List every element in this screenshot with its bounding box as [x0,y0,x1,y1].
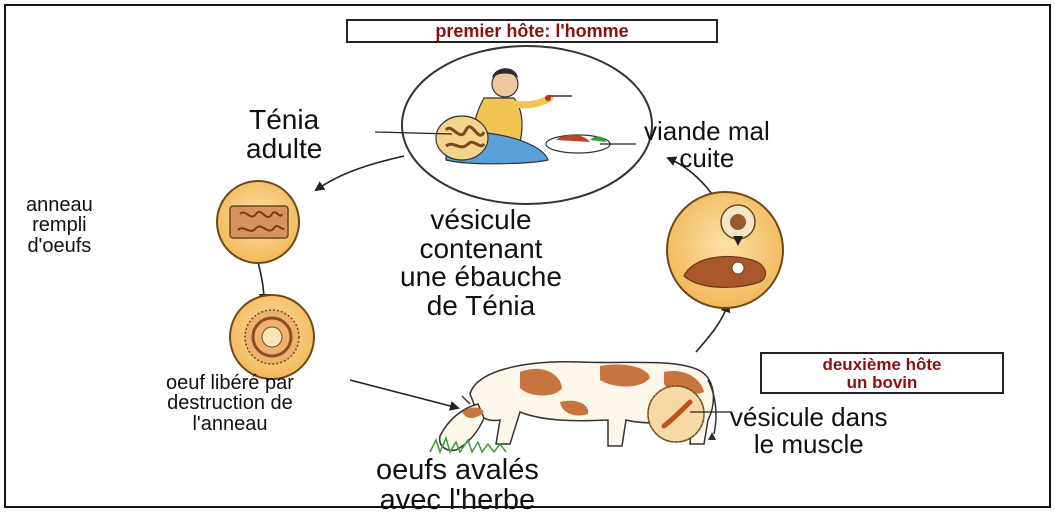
undercooked-meat-label: viande mal cuite [644,118,770,171]
arrow-egg-to-cow [349,379,460,411]
segment-line2: rempli [32,214,87,237]
adult-tenia-line1: Ténia [249,104,320,135]
vesicle-line4: de Ténia [426,289,536,321]
first-host-label: premier hôte: l'homme [435,21,629,41]
muscle-vesicle-line2: le muscle [753,428,864,459]
arrow-cow-to-vesicle [695,302,731,353]
muscle-vesicle-line1: vésicule dans [730,402,888,432]
eggs-swallowed-line1: oeufs avalés [376,454,539,486]
second-host-label-line2: un bovin [846,372,918,392]
egg-illustration [229,294,315,380]
vesicle-containing-tenia-label: vésicule contenant une ébauche de Ténia [400,204,562,321]
undercooked-meat-line1: viande mal [644,116,770,146]
vesicle-illustration [666,191,784,309]
eggs-swallowed-line2: avec l'herbe [379,483,536,516]
vesicle-line1: vésicule [430,204,532,235]
released-egg-label: oeuf libéré par destruction de l'anneau [166,372,294,435]
adult-tenia-label: Ténia adulte [246,104,323,164]
released-egg-line2: destruction de [167,392,293,415]
first-host-box: premier hôte: l'homme [346,19,718,43]
released-egg-line3: l'anneau [192,412,268,435]
segment-line1: anneau [26,194,93,216]
cow-illustration [429,361,732,455]
segment-line3: d'oeufs [27,234,92,257]
undercooked-meat-line2: cuite [679,142,735,173]
released-egg-line1: oeuf libéré par [166,372,294,394]
eggs-swallowed-label: oeufs avalés avec l'herbe [376,454,539,516]
arrow-vesicle-to-human [666,156,713,195]
adult-tenia-line2: adulte [246,132,323,164]
second-host-box: deuxième hôte un bovin [760,352,1004,394]
egg-filled-segment-label: anneau rempli d'oeufs [26,194,93,257]
segment-illustration [216,180,300,264]
vesicle-line3: une ébauche [400,261,562,293]
vesicle-line2: contenant [419,232,543,264]
arrow-human-to-segment [314,155,405,192]
second-host-label-line1: deuxième hôte [822,355,942,374]
human-eating-illustration [374,45,653,205]
vesicle-in-muscle-label: vésicule dans le muscle [730,404,888,457]
